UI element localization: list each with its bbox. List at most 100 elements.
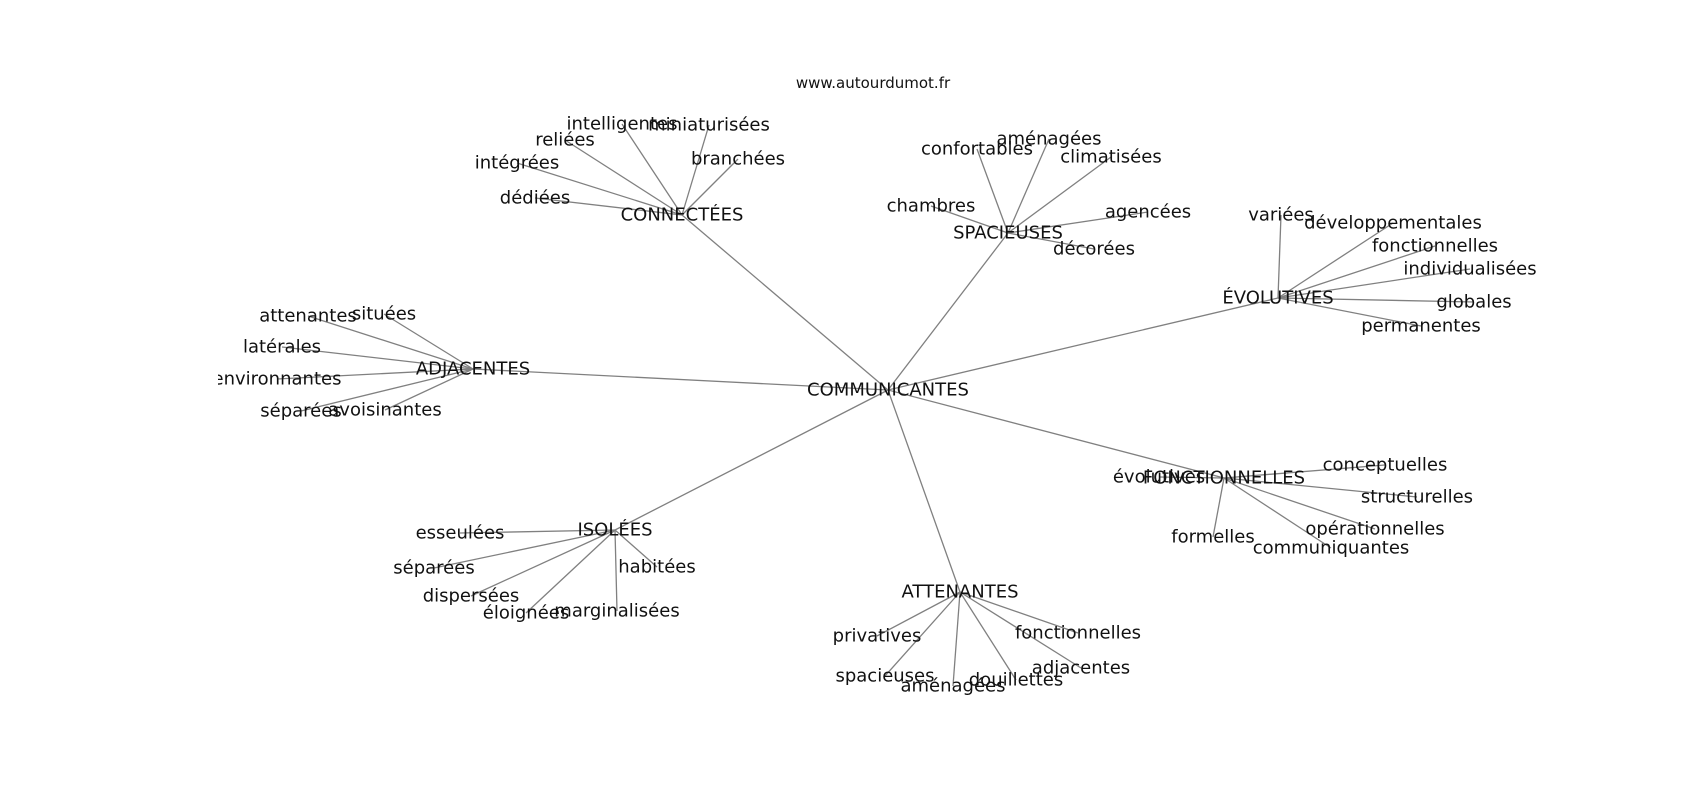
leaf-node-label: éloignées bbox=[483, 603, 569, 624]
leaf-node-label: esseulées bbox=[416, 523, 505, 544]
leaf-node-label: situées bbox=[352, 304, 416, 325]
site-caption: www.autourdumot.fr bbox=[796, 74, 951, 92]
hub-node-label: FONCTIONNELLES bbox=[1143, 468, 1305, 489]
hub-leaf-edge bbox=[1223, 477, 1332, 549]
hub-leaf-edge bbox=[681, 158, 739, 216]
root-hub-edge bbox=[887, 389, 961, 593]
hub-leaf-edge bbox=[534, 197, 683, 216]
leaf-node-label: structurelles bbox=[1361, 487, 1473, 508]
hub-leaf-edge bbox=[433, 529, 616, 569]
leaf-node-label: intégrées bbox=[475, 153, 560, 174]
leaf-node-label: habitées bbox=[618, 557, 695, 578]
hub-node-label: ADJACENTES bbox=[416, 359, 530, 380]
leaf-node-label: spacieuses bbox=[835, 666, 934, 687]
leaf-node-label: environnantes bbox=[213, 369, 342, 390]
leaf-node-label: branchées bbox=[691, 149, 785, 170]
leaf-node-label: climatisées bbox=[1060, 147, 1161, 168]
leaf-node-label: individualisées bbox=[1403, 259, 1536, 280]
leaf-node-label: conceptuelles bbox=[1323, 455, 1448, 476]
leaf-node-label: chambres bbox=[887, 196, 976, 217]
leaf-node-label: formelles bbox=[1171, 527, 1255, 548]
root-hub-edge bbox=[887, 232, 1009, 391]
leaf-node-label: décorées bbox=[1053, 239, 1135, 260]
leaf-node-label: latérales bbox=[243, 337, 321, 358]
leaf-node-label: opérationnelles bbox=[1305, 519, 1444, 540]
hub-node-label: CONNECTÉES bbox=[621, 204, 744, 226]
leaf-node-label: intelligentes bbox=[567, 114, 678, 135]
leaf-node-label: fonctionnelles bbox=[1372, 236, 1498, 257]
hub-leaf-edge bbox=[1158, 476, 1225, 479]
hub-leaf-edge bbox=[930, 205, 1009, 234]
hub-leaf-edge bbox=[959, 591, 1017, 681]
hub-leaf-edge bbox=[1007, 156, 1112, 234]
hub-leaf-edge bbox=[952, 591, 961, 687]
root-hub-edge bbox=[614, 389, 889, 531]
root-hub-edge bbox=[887, 389, 1225, 479]
hub-leaf-edge bbox=[976, 148, 1009, 234]
leaf-node-label: agencées bbox=[1105, 202, 1191, 223]
hub-leaf-edge bbox=[1223, 477, 1376, 530]
root-hub-edge bbox=[681, 214, 889, 391]
leaf-node-label: permanentes bbox=[1361, 316, 1481, 337]
hub-node-label: ISOLÉES bbox=[577, 519, 652, 541]
hub-leaf-edge bbox=[459, 529, 616, 534]
leaf-node-label: avoisinantes bbox=[328, 400, 441, 421]
leaf-node-label: dédiées bbox=[500, 188, 570, 209]
hub-leaf-edge bbox=[300, 368, 474, 412]
hub-leaf-edge bbox=[1223, 464, 1386, 479]
hub-leaf-edge bbox=[1007, 211, 1149, 234]
leaf-node-label: confortables bbox=[921, 139, 1033, 160]
leaf-node-label: miniaturisées bbox=[648, 115, 770, 136]
leaf-node-label: reliées bbox=[535, 130, 595, 151]
hub-leaf-edge bbox=[1277, 297, 1422, 327]
hub-node-label: SPACIEUSES bbox=[953, 223, 1063, 244]
hub-leaf-edge bbox=[564, 139, 683, 216]
hub-leaf-edge bbox=[470, 529, 616, 597]
hub-leaf-edge bbox=[1212, 477, 1225, 538]
leaf-node-label: attenantes bbox=[259, 306, 357, 327]
root-node-label: COMMUNICANTES bbox=[807, 380, 969, 401]
hub-leaf-edge bbox=[516, 162, 683, 216]
leaf-node-label: variées bbox=[1248, 205, 1314, 226]
hub-leaf-edge bbox=[281, 346, 474, 370]
hub-leaf-edge bbox=[614, 529, 658, 568]
hub-leaf-edge bbox=[884, 591, 961, 677]
leaf-node-label: dispersées bbox=[423, 586, 520, 607]
edges bbox=[276, 123, 1475, 687]
hub-leaf-edge bbox=[1007, 232, 1095, 250]
hub-leaf-edge bbox=[1277, 222, 1394, 299]
root-hub-edge bbox=[887, 297, 1279, 391]
hub-leaf-edge bbox=[384, 368, 474, 411]
hub-leaf-edge bbox=[621, 123, 683, 216]
hub-leaf-edge bbox=[681, 124, 710, 216]
hub-leaf-edge bbox=[307, 315, 474, 370]
leaf-node-label: communiquantes bbox=[1253, 538, 1410, 559]
root-hub-edge bbox=[472, 368, 889, 391]
hub-leaf-edge bbox=[959, 591, 1082, 669]
leaf-node-label: séparées bbox=[260, 401, 341, 422]
hub-leaf-edge bbox=[1277, 268, 1471, 299]
leaf-node-label: marginalisées bbox=[554, 601, 679, 622]
leaf-node-label: aménagées bbox=[900, 676, 1005, 697]
leaf-node-label: adjacentes bbox=[1032, 658, 1130, 679]
leaf-node-label: fonctionnelles bbox=[1015, 623, 1141, 644]
hub-leaf-edge bbox=[1277, 297, 1475, 303]
hub-leaf-edge bbox=[383, 313, 474, 370]
leaf-node-label: privatives bbox=[833, 626, 922, 647]
hub-leaf-edge bbox=[525, 529, 616, 614]
hub-leaf-edge bbox=[959, 591, 1079, 634]
hub-node-label: ATTENANTES bbox=[902, 582, 1019, 603]
leaf-node-label: séparées bbox=[393, 558, 474, 579]
hub-leaf-edge bbox=[614, 529, 618, 612]
hub-leaf-edge bbox=[876, 591, 961, 637]
leaf-node-label: évolutives bbox=[1113, 467, 1205, 488]
hub-leaf-edge bbox=[276, 368, 474, 380]
hub-leaf-edge bbox=[1277, 214, 1282, 299]
hub-leaf-edge bbox=[1223, 477, 1418, 498]
leaf-node-label: aménagées bbox=[996, 129, 1101, 150]
hub-leaf-edge bbox=[1277, 245, 1436, 299]
leaf-node-label: développementales bbox=[1304, 213, 1482, 234]
leaf-node-label: douillettes bbox=[969, 670, 1064, 691]
